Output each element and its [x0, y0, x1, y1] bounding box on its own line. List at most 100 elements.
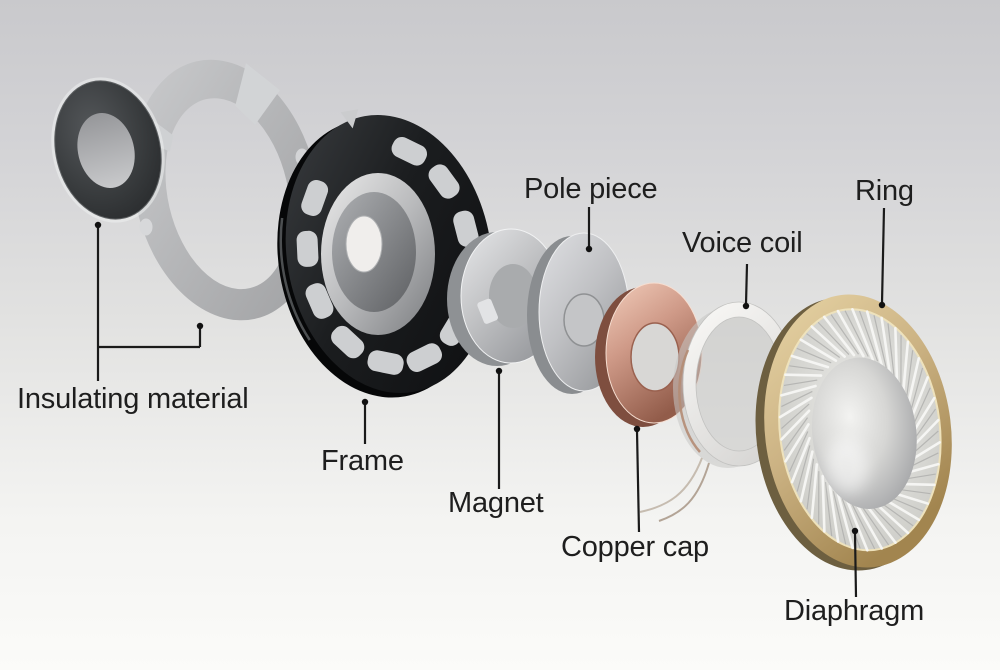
label-insulating-material: Insulating material: [17, 383, 249, 415]
label-copper-cap: Copper cap: [561, 531, 709, 563]
diaphragm-pleat-shadow: [887, 323, 895, 378]
diaphragm-pleat: [864, 503, 897, 544]
leader-lines: [94, 207, 886, 598]
diaphragm-pleat-shadow: [844, 310, 869, 357]
leader-dot: [742, 302, 750, 310]
voice-coil-wire: [658, 462, 710, 522]
leader-voice-coil: [744, 263, 749, 305]
diaphragm-pleat-shadow: [781, 403, 810, 429]
label-voice-coil: Voice coil: [682, 227, 803, 259]
label-diaphragm: Diaphragm: [784, 595, 925, 627]
frame-slot: [296, 230, 319, 267]
leader-diaphragm: [853, 532, 858, 598]
frame-rim-highlight: [279, 217, 311, 341]
diaphragm-pleat: [810, 325, 846, 358]
diaphragm-dome-highlight: [826, 437, 869, 494]
diaphragm-pleat: [784, 423, 810, 463]
diaphragm-pleat-shadow: [781, 390, 813, 408]
diaphragm-pleat: [880, 316, 892, 375]
insulating-ring-hole: [139, 218, 153, 236]
diaphragm-pleat: [778, 396, 813, 419]
leader-dot: [851, 527, 859, 535]
diaphragm-pleat-shadow: [873, 315, 887, 369]
diaphragm-pleat-shadow: [850, 502, 876, 550]
diaphragm-pleat-shadow: [818, 471, 820, 525]
leader-dot: [585, 245, 593, 253]
frame-slot: [305, 283, 334, 319]
magnet-keyway: [477, 298, 499, 324]
frame-slot: [331, 325, 365, 359]
diaphragm-pleat-shadow: [783, 417, 809, 451]
diaphragm-pleat: [810, 463, 819, 520]
diaphragm-pleat: [865, 310, 884, 367]
frame-center-hole: [345, 215, 383, 273]
diaphragm-pleat-shadow: [788, 431, 809, 473]
diaphragm-pleat-shadow: [841, 498, 861, 549]
insulating-disc-halo: [51, 77, 165, 223]
voice-coil-part: [639, 301, 796, 522]
diaphragm-pleat: [790, 354, 830, 369]
diaphragm-pleat-shadow: [789, 365, 824, 372]
label-pole-piece: Pole piece: [524, 173, 658, 205]
diaphragm-pleat: [845, 498, 869, 552]
diaphragm-pleat-shadow: [806, 458, 815, 510]
diaphragm-pleat: [780, 409, 811, 441]
magnet-hole: [489, 264, 537, 328]
diaphragm-pleat-shadow: [796, 445, 811, 492]
insulating-disc-part: [51, 77, 165, 223]
label-frame: Frame: [321, 445, 404, 477]
diaphragm-pleat-shadow: [806, 333, 841, 358]
diaphragm-pleat: [821, 474, 826, 533]
diaphragm-pleat-shadow: [832, 491, 847, 545]
label-magnet: Magnet: [448, 487, 544, 519]
diaphragm-pleat: [799, 338, 838, 362]
frame-slot: [453, 210, 479, 247]
diaphragm-pleat-shadow: [796, 347, 832, 364]
diaphragm-pleat-shadow: [909, 367, 924, 415]
frame-slot: [406, 343, 443, 372]
diaphragm-pleat: [784, 373, 823, 377]
leader-copper-cap: [635, 430, 641, 533]
diaphragm-pleat: [906, 357, 921, 410]
diaphragm-pleat: [855, 502, 884, 550]
frame-top-notch: [340, 109, 359, 129]
voice-coil-wire: [639, 457, 703, 513]
diaphragm-pleat-shadow: [824, 481, 833, 537]
voice-coil-winding: [678, 349, 701, 453]
diaphragm-pleat-shadow: [817, 321, 850, 355]
insulating-disc-hole: [77, 112, 135, 188]
diaphragm-pleat-shadow: [870, 504, 903, 538]
diaphragm-pleat: [822, 315, 856, 357]
frame-slot: [367, 350, 404, 375]
label-ring: Ring: [855, 175, 914, 207]
copper-cap-hole: [630, 322, 680, 392]
frame-slot: [391, 136, 428, 166]
diaphragm-pleat-shadow: [879, 501, 914, 527]
diaphragm-assembly: [755, 294, 952, 571]
diaphragm-pleat: [901, 340, 910, 397]
leader-dot: [878, 301, 886, 309]
diaphragm-pleat-shadow: [905, 350, 914, 401]
leader-dot: [633, 425, 641, 433]
diaphragm-pleat: [828, 484, 840, 543]
diaphragm-pleat: [851, 307, 875, 361]
diaphragm-pleat: [799, 450, 814, 503]
leader-dot: [361, 398, 369, 406]
leader-ring: [880, 207, 886, 304]
diaphragm-pleat: [873, 501, 910, 535]
leader-dot: [196, 322, 204, 330]
leader-dot: [94, 221, 102, 229]
frame-slot: [301, 179, 329, 216]
diaphragm-pleat: [836, 492, 854, 550]
insulating-ring-gap: [235, 63, 280, 125]
leader-dot: [495, 367, 503, 375]
diaphragm-pleat: [790, 436, 811, 484]
insulating-ring-body: [132, 59, 320, 321]
diaphragm-pleat: [780, 384, 817, 397]
diaphragm-pleat: [894, 326, 899, 385]
frame-slot: [428, 164, 460, 199]
diaphragm-pleat-shadow: [900, 335, 902, 389]
diaphragm-pleat-shadow: [830, 314, 860, 355]
